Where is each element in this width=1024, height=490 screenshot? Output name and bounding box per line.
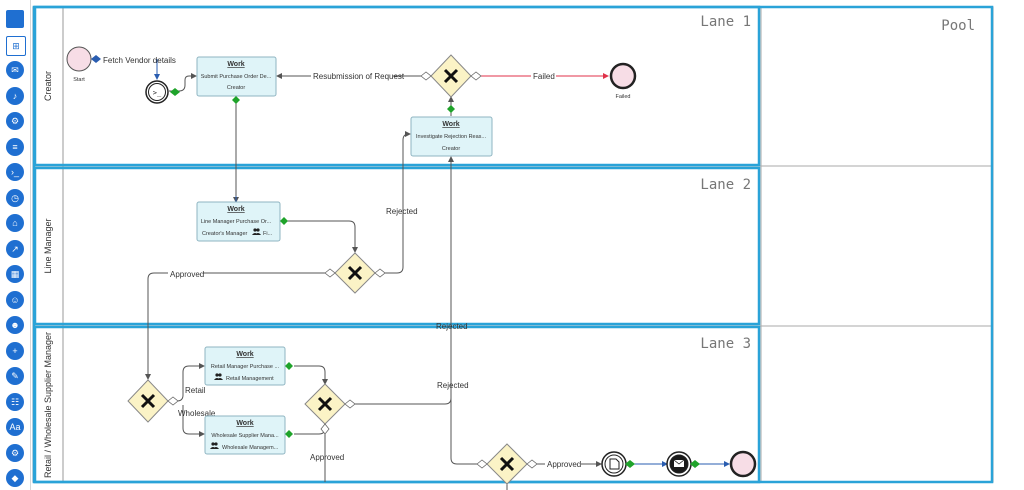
gateway-supplier[interactable] [304,383,356,435]
failed-end-event[interactable] [609,62,637,90]
shop-icon[interactable]: ⌂ [6,214,24,232]
export-icon[interactable]: ↗ [6,239,24,258]
lane-1-name: Lane 1 [700,14,751,30]
lane-2-name: Lane 2 [700,177,751,193]
cogs-icon[interactable]: ⚙ [6,112,24,130]
task-role: Wholesale Managem... [222,445,279,451]
lane-1-label: Creator [43,71,53,101]
pool-selection [32,5,994,484]
end-event[interactable] [729,450,757,478]
bell-icon[interactable]: ♪ [6,86,24,105]
flow-label-approved-end: Approved [547,460,581,469]
start-event-label: Start [73,77,85,83]
add-doc-icon[interactable]: + [6,341,24,360]
flow-label-retail: Retail [185,386,206,395]
start-connector[interactable] [91,55,101,63]
terminal-icon[interactable]: ›_ [6,163,24,181]
robot-icon[interactable]: ☻ [6,316,24,334]
pool-name: Pool [941,18,975,34]
task-name: Investigate Rejection Reas... [416,134,486,140]
task-role: Retail Management [226,376,274,382]
task-name: Retail Manager Purchase ... [211,364,280,370]
task-name: Submit Purchase Order De... [201,74,272,80]
gateway-resubmission[interactable] [420,54,482,98]
gateway-line-manager[interactable] [324,252,386,294]
mail-icon[interactable]: ✉ [6,61,24,79]
flow-label-approved-lane2: Approved [170,270,204,279]
flow-label-rejected-lane2: Rejected [386,207,418,216]
gateway-retail-wholesale[interactable] [127,379,179,423]
lane-3-label: Retail / Wholesale Supplier Manager [43,332,53,478]
task-role: Creator [442,146,461,152]
import-icon[interactable]: ⊞ [6,35,26,56]
flow-label-wholesale: Wholesale [178,409,216,418]
start-event[interactable] [66,46,92,72]
database-icon[interactable]: ≡ [6,137,24,156]
task-title: Work [236,420,253,427]
task-investigate-rejection[interactable]: Work Investigate Rejection Reas... Creat… [410,105,493,157]
task-title: Work [227,61,244,68]
flow-label-failed: Failed [533,72,555,81]
flow-label-fetch: Fetch Vendor details [103,56,176,65]
task-submit-purchase-order[interactable]: Work Submit Purchase Order De... Creator [196,56,277,104]
flow-label-resubmission: Resubmission of Request [313,72,405,81]
table-icon[interactable]: ▦ [6,265,24,283]
flow-label-rejected-cross: Rejected [436,322,468,331]
clock-icon[interactable]: ◷ [6,188,24,207]
users-icon [210,442,219,449]
add-doc-icon [609,458,620,470]
square-icon[interactable] [6,10,24,28]
task-name: Wholesale Supplier Mana... [211,433,279,439]
settings-icon[interactable]: ⚙ [6,443,24,462]
wrench-icon[interactable]: ✎ [6,367,24,385]
tool-palette: ⊞ ✉ ♪ ⚙ ≡ ›_ ◷ ⌂ ↗ ▦ ☺ ☻ + ✎ ☷ Aa ⚙ ◆ [0,0,31,490]
task-title: Work [236,351,253,358]
failed-end-label: Failed [616,94,631,100]
users-icon [252,228,261,235]
terminal-icon: >_ [153,89,162,97]
pool[interactable] [32,6,994,483]
bpmn-canvas[interactable]: Creator Line Manager Retail / Wholesale … [31,0,1024,490]
users-icon[interactable]: ☷ [6,392,24,411]
flow-label-rejected-lane3: Rejected [437,381,469,390]
task-role: Creator [227,85,246,91]
task-wholesale-supplier[interactable]: Work Wholesale Supplier Mana... Wholesal… [204,415,293,455]
task-name: Line Manager Purchase Or... [201,219,272,225]
gateway-final[interactable] [476,443,538,485]
flow-label-approved-lane3: Approved [310,453,344,462]
task-role-suffix: Fi... [263,231,273,237]
diamond-icon[interactable]: ◆ [6,469,24,487]
task-title: Work [442,121,459,128]
task-title: Work [227,206,244,213]
task-retail-manager[interactable]: Work Retail Manager Purchase ... Retail … [204,346,293,386]
task-line-manager-purchase-order[interactable]: Work Line Manager Purchase Or... Creator… [196,201,288,242]
task-role: Creator's Manager [202,231,248,237]
lane-2-label: Line Manager [43,218,53,273]
text-style-icon[interactable]: Aa [6,418,24,436]
person-icon[interactable]: ☺ [6,290,24,309]
lane-3-name: Lane 3 [700,336,751,352]
users-icon [214,373,223,380]
